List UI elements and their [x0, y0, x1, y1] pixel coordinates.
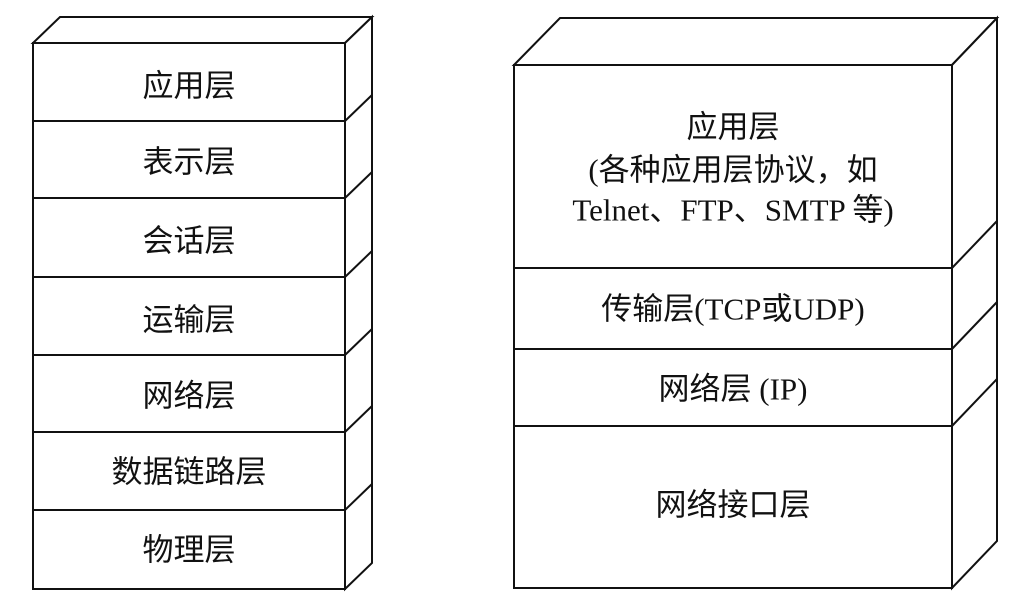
right-layer-transport-label: 传输层(TCP或UDP): [601, 292, 865, 327]
right-side-divider: [951, 220, 998, 269]
left-stack-top-face: [30, 16, 375, 44]
right-layer-network-label: 网络层 (IP): [659, 372, 808, 407]
right-layer-interface-label: 网络接口层: [656, 488, 811, 523]
right-stack: 应用层 (各种应用层协议，如 Telnet、FTP、SMTP 等) 传输层(TC…: [511, 15, 1000, 591]
left-side-divider: [344, 483, 373, 511]
left-layer-physical-label: 物理层: [143, 533, 236, 568]
right-stack-front-face: [513, 64, 953, 589]
left-layer-presentation-label: 表示层: [143, 145, 236, 180]
left-stack-side-face: [344, 14, 373, 592]
right-side-divider: [951, 301, 998, 350]
left-layer-transport-label: 运输层: [143, 303, 236, 338]
left-side-divider: [344, 405, 373, 433]
left-side-divider: [344, 250, 373, 278]
left-stack: 应用层 表示层 会话层 运输层 网络层 数据链路层 物理层: [30, 14, 375, 592]
right-layer-application-desc-line1: (各种应用层协议，如: [588, 153, 877, 188]
right-side-divider: [951, 378, 998, 427]
right-stack-top-face: [511, 17, 1000, 66]
left-layer-network-label: 网络层: [143, 379, 236, 414]
left-side-divider: [344, 94, 373, 122]
left-layer-session-label: 会话层: [143, 224, 236, 259]
right-layer-application-desc-line2: Telnet、FTP、SMTP 等): [572, 193, 893, 228]
left-side-divider: [344, 328, 373, 356]
left-side-divider: [344, 171, 373, 199]
right-stack-side-face: [951, 15, 998, 591]
left-stack-front-face: [32, 42, 346, 590]
left-layer-datalink-label: 数据链路层: [112, 455, 267, 490]
left-layer-application-label: 应用层: [143, 69, 236, 104]
right-layer-application-title: 应用层: [687, 110, 780, 145]
